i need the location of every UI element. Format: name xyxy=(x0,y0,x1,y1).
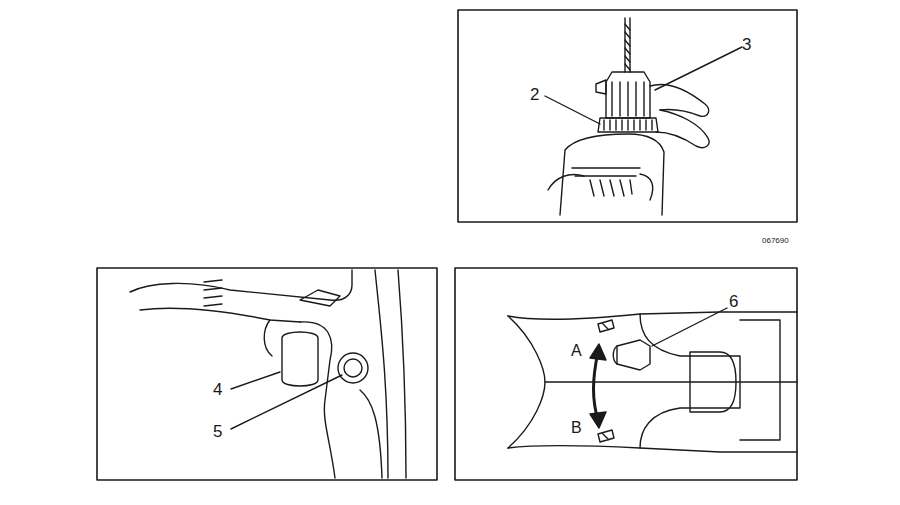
panel-frame xyxy=(97,268,437,480)
chuck-figure xyxy=(548,18,709,215)
callout-number: 5 xyxy=(213,423,222,440)
leader-line xyxy=(545,96,600,124)
leader-line xyxy=(231,372,280,389)
lever-figure xyxy=(508,312,797,452)
leader-line xyxy=(231,375,342,429)
callout-number: 6 xyxy=(729,293,738,310)
callout-number: 2 xyxy=(530,86,539,103)
leader-line xyxy=(655,47,742,90)
direction-letter: B xyxy=(571,420,582,436)
handle-figure xyxy=(130,270,406,478)
panel-frame xyxy=(458,10,797,222)
panel-frame xyxy=(455,268,797,480)
leader-line xyxy=(652,308,727,346)
figure-code: 067690 xyxy=(762,237,789,245)
callout-number: 4 xyxy=(213,381,222,398)
callout-number: 3 xyxy=(742,36,751,53)
direction-letter: A xyxy=(571,343,582,359)
